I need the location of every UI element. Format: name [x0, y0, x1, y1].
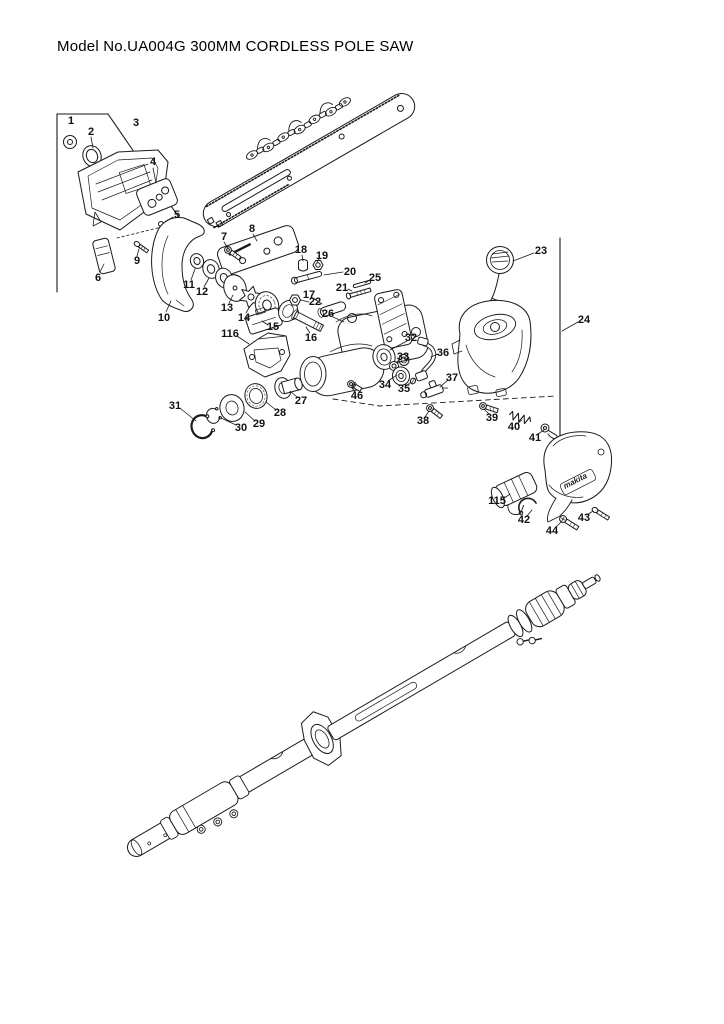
plate-part-8: [217, 225, 299, 275]
pin-part-35: [409, 377, 417, 385]
grommet-part-1: [63, 135, 77, 149]
lever-part-6: [92, 237, 116, 275]
snap-ring-part-30: [205, 407, 222, 424]
bolt-part-43: [591, 506, 611, 521]
plug-part-18: [298, 259, 308, 272]
gear-shaft-part-16: [278, 299, 324, 332]
washer-part-11: [189, 253, 205, 269]
hand-guard-part-10: [151, 217, 205, 312]
screw-part-21: [345, 287, 372, 300]
bolt-part-7: [224, 246, 242, 261]
guide-bar: [202, 93, 416, 229]
oil-tube-part-36: [414, 336, 437, 382]
c-ring-part-31: [190, 414, 216, 440]
gasket-part-4: [136, 178, 178, 216]
hook-clip-part-41: [540, 423, 559, 440]
nut-part-22: [289, 294, 301, 306]
motor-housing: makita: [543, 431, 613, 523]
pole-shaft-assembly: [126, 574, 601, 857]
bearing-part-28: [244, 383, 268, 409]
assembly-dashed-line: [332, 395, 557, 407]
disc-part-13: [223, 274, 247, 302]
gear-case: [299, 289, 429, 397]
bolt-part-44: [559, 515, 580, 531]
washer-part-12a: [202, 259, 220, 279]
spring-part-40: [508, 410, 532, 425]
cylinder-part-17: [317, 301, 347, 318]
clamp-half-part-42: [518, 497, 537, 516]
leader-lines: [90, 136, 594, 528]
saw-chain-icon: [246, 97, 351, 160]
pulley-part-32: [372, 344, 396, 370]
bolt-part-9: [133, 240, 150, 254]
clamp-assembly-part-115: [490, 472, 538, 515]
page-title: Model No.UA004G 300MM CORDLESS POLE SAW: [57, 38, 414, 55]
rod-part-20: [290, 271, 323, 285]
sleeve-part-27: [274, 377, 303, 399]
oil-tank: [451, 299, 532, 397]
bolt-part-39: [479, 402, 499, 414]
bearing-part-29: [219, 394, 245, 422]
bracket-part-116: [243, 332, 291, 378]
elbow-part-37: [420, 380, 449, 399]
ring-part-2: [82, 145, 102, 167]
nut-part-19: [312, 260, 324, 270]
bolt-part-38: [426, 404, 444, 419]
